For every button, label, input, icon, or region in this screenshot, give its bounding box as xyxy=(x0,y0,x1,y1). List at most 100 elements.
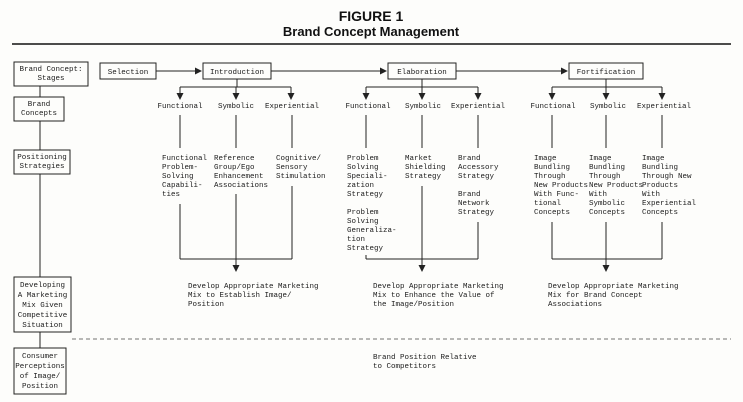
text-line: Concepts xyxy=(589,209,625,217)
text-line: Brand xyxy=(458,155,481,163)
elab-experiential-label: Experiential xyxy=(451,103,506,111)
text-line: Accessory xyxy=(458,164,499,172)
text-line: Bundling xyxy=(642,164,678,172)
text-line: Solving xyxy=(347,164,379,172)
text-line: Image xyxy=(534,155,557,163)
text-line: Sensory xyxy=(276,164,308,172)
text-line: Bundling xyxy=(534,164,570,172)
text-line: Mix Given xyxy=(22,302,63,310)
stages-box xyxy=(13,61,89,87)
intro-experiential-label: Experiential xyxy=(265,103,320,111)
stages-box-text: Brand Concept:Stages xyxy=(19,66,82,83)
text-line: Through xyxy=(534,173,566,181)
text-line: Network xyxy=(458,200,490,208)
text-line: Develop Appropriate Marketing xyxy=(373,283,504,291)
text-line: Image xyxy=(589,155,612,163)
text-line: Through New xyxy=(642,173,692,181)
text-line: New Products xyxy=(534,182,588,190)
elaboration-label: Elaboration xyxy=(397,69,447,77)
text-line: With xyxy=(642,191,660,199)
text-line: Developing xyxy=(20,282,65,290)
text-line: tional xyxy=(534,200,562,208)
text-line: Brand Concept: xyxy=(19,66,82,74)
fort-symbolic-label: Symbolic xyxy=(590,103,626,111)
fortification-label: Fortification xyxy=(577,69,636,77)
text-line: A Marketing xyxy=(18,292,68,300)
developing-box xyxy=(13,276,72,333)
text-line: Functional xyxy=(162,155,208,163)
text-line: New Products xyxy=(589,182,643,190)
text-line: ties xyxy=(162,191,180,199)
perceptions-box xyxy=(13,347,67,395)
fort-experiential-label: Experiential xyxy=(637,103,692,111)
text-line: Enhancement xyxy=(214,173,264,181)
text-line: Experiential xyxy=(642,200,697,208)
text-line: Strategy xyxy=(458,173,495,181)
text-line: Problem- xyxy=(162,164,198,172)
text-line: Cognitive/ xyxy=(276,155,322,163)
text-line: Problem xyxy=(347,155,379,163)
text-line: the Image/Position xyxy=(373,301,454,309)
text-line: Develop Appropriate Marketing xyxy=(548,283,679,291)
text-line: tion xyxy=(347,236,365,244)
text-line: Generaliza- xyxy=(347,227,397,235)
text-line: Capabili- xyxy=(162,182,203,190)
text-line: With Func- xyxy=(534,191,579,199)
intro-symbolic-label: Symbolic xyxy=(218,103,254,111)
text-line: Brand xyxy=(458,191,481,199)
text-line: Market xyxy=(405,155,432,163)
text-line: to Competitors xyxy=(373,363,436,371)
figure-label: FIGURE 1 xyxy=(339,8,404,24)
text-line: Associations xyxy=(548,301,602,309)
text-line: Speciali- xyxy=(347,173,388,181)
text-line: Group/Ego xyxy=(214,164,255,172)
figure-title: Brand Concept Management xyxy=(283,24,460,39)
text-line: Image xyxy=(642,155,665,163)
text-line: Associations xyxy=(214,182,268,190)
text-line: Mix for Brand Concept xyxy=(548,292,643,300)
text-line: Position xyxy=(188,301,224,309)
text-line: Develop Appropriate Marketing xyxy=(188,283,319,291)
introduction-label: Introduction xyxy=(210,69,264,77)
text-line: Symbolic xyxy=(589,200,625,208)
text-line: Strategy xyxy=(347,191,384,199)
text-line: Reference xyxy=(214,155,255,163)
text-line: Solving xyxy=(347,218,379,226)
text-line: Concepts xyxy=(534,209,570,217)
text-line: With xyxy=(589,191,607,199)
text-line: Mix to Enhance the Value of xyxy=(373,292,495,300)
intro-functional-label: Functional xyxy=(157,103,203,111)
text-line: Situation xyxy=(22,322,63,330)
text-line: Consumer xyxy=(22,353,58,361)
text-line: Stimulation xyxy=(276,173,326,181)
text-line: Bundling xyxy=(589,164,625,172)
elab-symbolic-label: Symbolic xyxy=(405,103,441,111)
text-line: Through xyxy=(589,173,621,181)
text-line: of Image/ xyxy=(20,373,61,381)
text-line: Positioning xyxy=(17,154,67,162)
text-line: Brand xyxy=(28,101,51,109)
text-line: Shielding xyxy=(405,164,446,172)
selection-label: Selection xyxy=(108,69,149,77)
text-line: Products xyxy=(642,182,678,190)
elab-functional-label: Functional xyxy=(345,103,391,111)
text-line: Mix to Establish Image/ xyxy=(188,292,292,300)
text-line: Strategy xyxy=(347,245,384,253)
